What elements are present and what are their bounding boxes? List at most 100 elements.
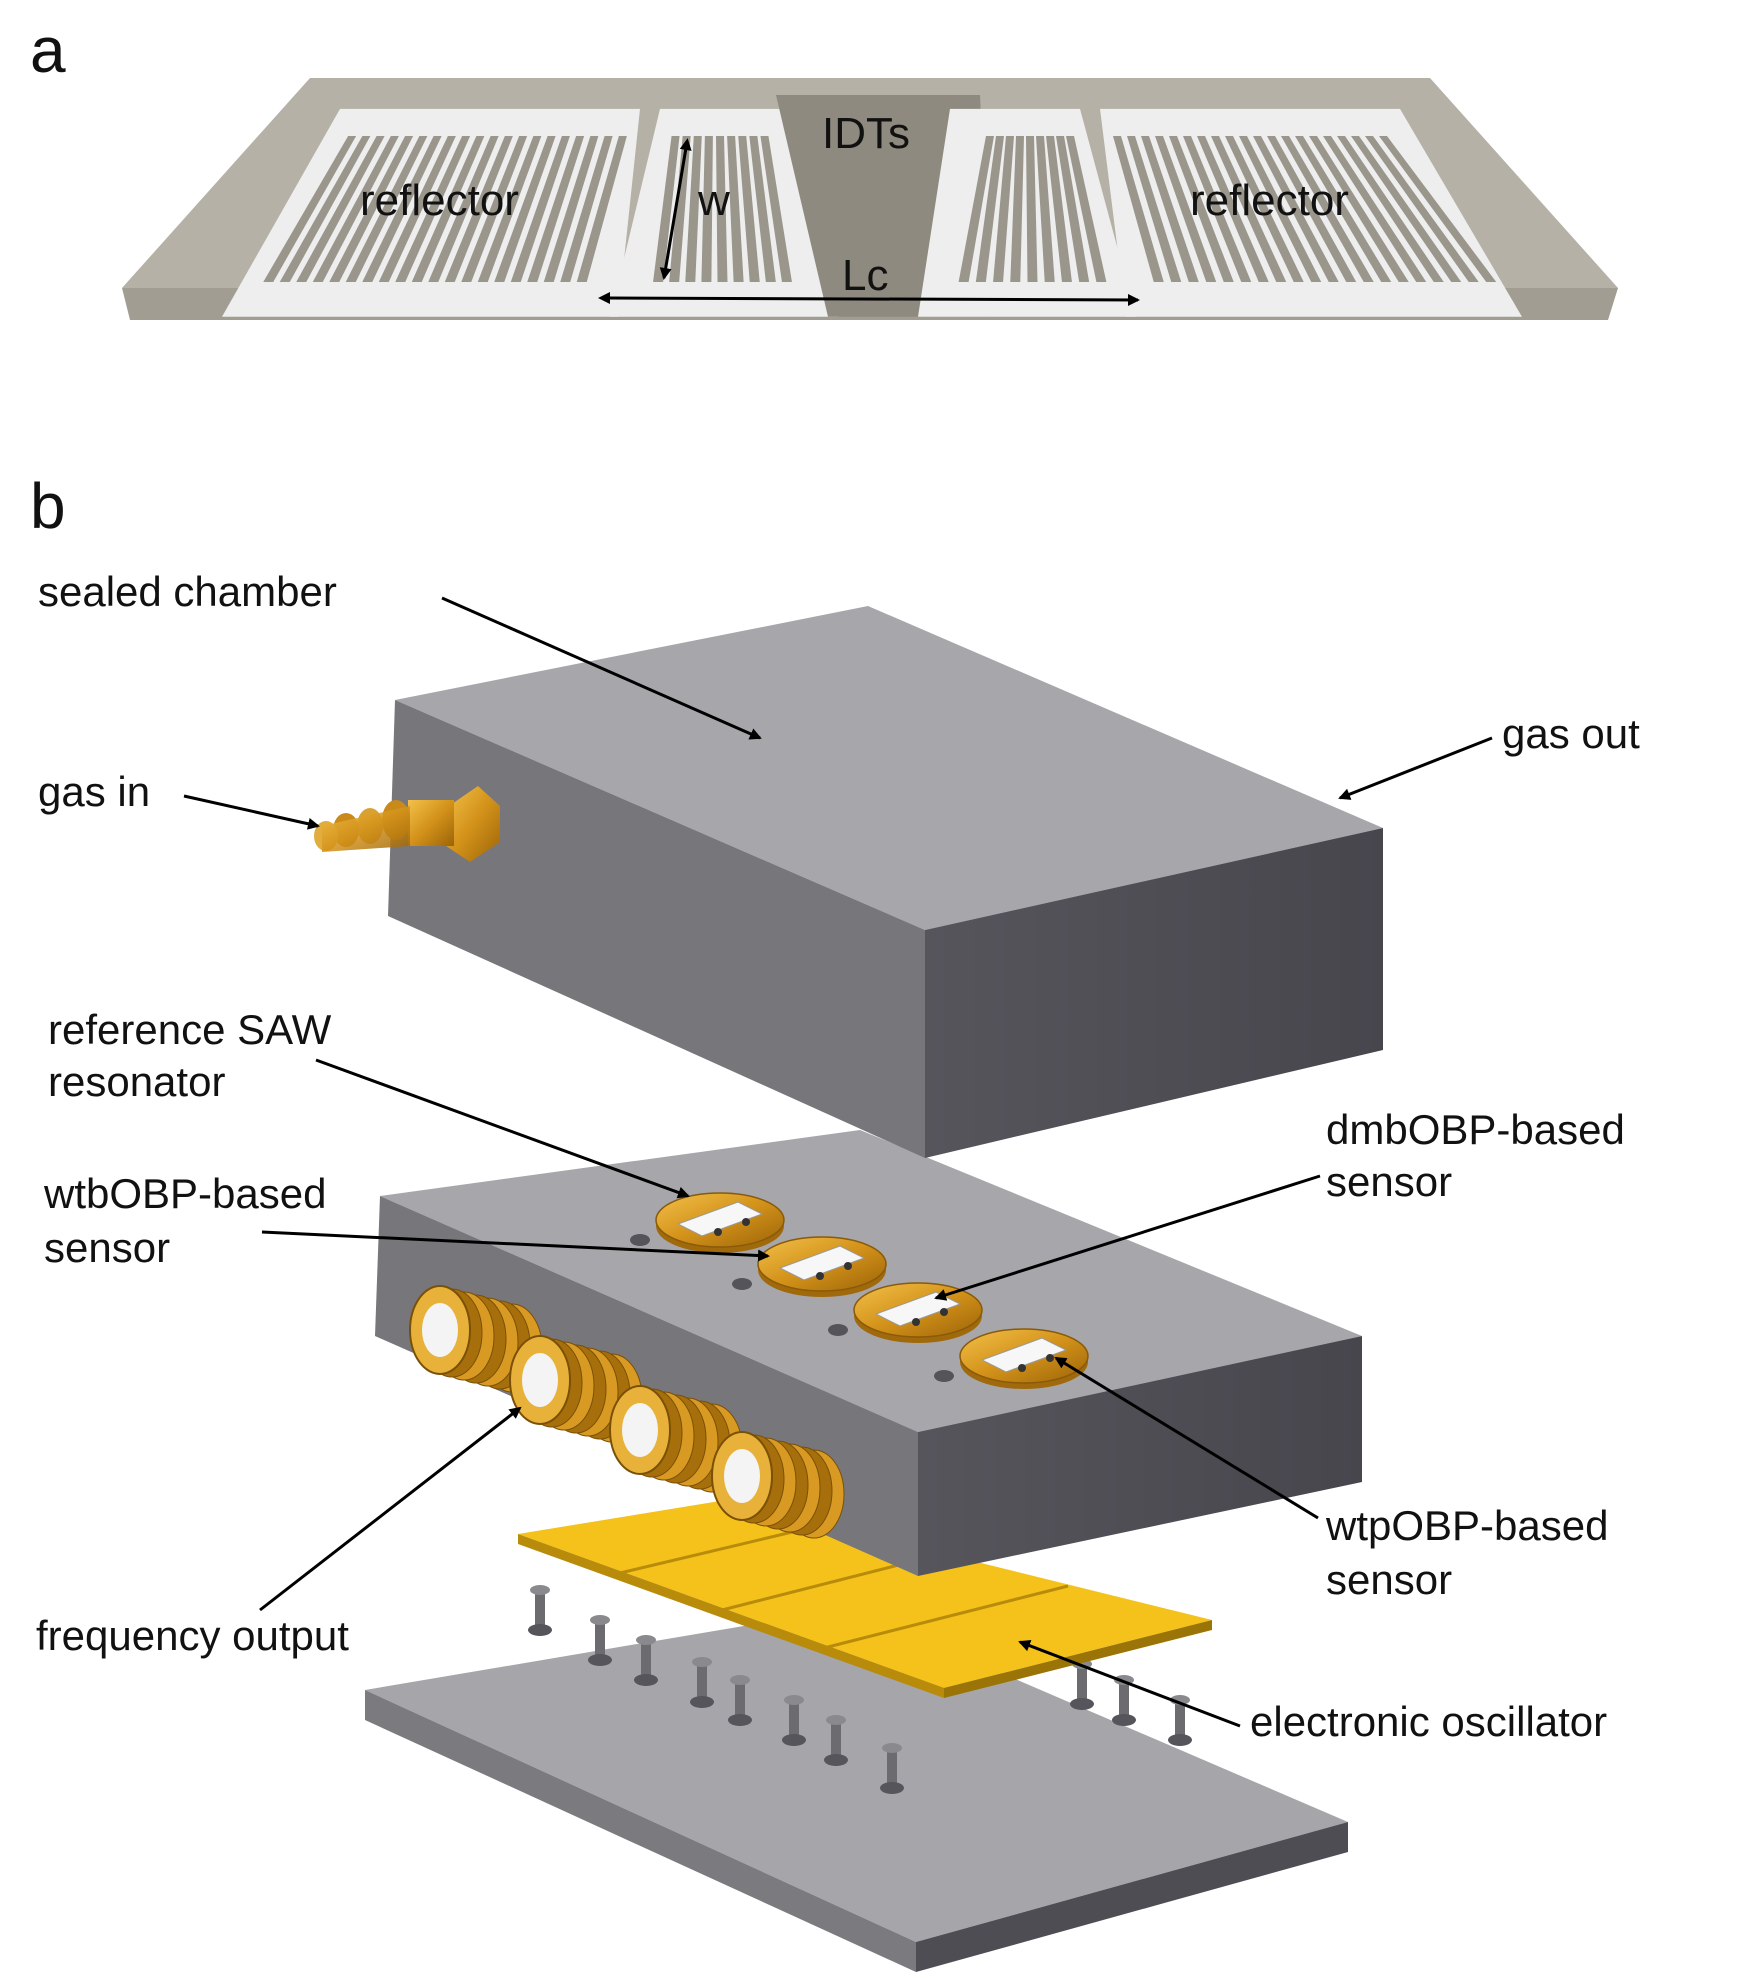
label-idts: IDTs <box>822 109 910 158</box>
panel-a: a <box>30 14 1618 320</box>
panel-b-letter: b <box>30 470 66 542</box>
screw <box>782 1695 806 1746</box>
electrode-finger <box>444 136 513 282</box>
electrode-finger <box>1036 136 1055 282</box>
electrode-finger <box>1309 136 1409 282</box>
electrode-finger <box>510 136 570 282</box>
electrode-finger <box>1169 136 1234 282</box>
arrow-gas-out <box>1338 736 1493 800</box>
electrode-finger <box>1253 136 1339 282</box>
screw <box>690 1657 714 1708</box>
electrode-finger <box>345 136 428 282</box>
lc-dimension-arrow <box>598 292 1140 306</box>
sma-connector <box>609 1385 743 1493</box>
electrode-finger <box>1295 136 1392 282</box>
label-reference-line2: resonator <box>48 1058 225 1105</box>
electrode-finger <box>1197 136 1269 282</box>
panel-a-letter: a <box>30 14 66 86</box>
label-reflector-right: reflector <box>1190 176 1349 225</box>
panel-b: b <box>30 470 1640 1972</box>
electrode-finger <box>727 136 744 282</box>
label-gas-in: gas in <box>38 768 150 815</box>
arrow-wtb <box>261 1230 770 1262</box>
sensor-disc <box>828 1282 983 1343</box>
electrode-finger <box>1225 136 1304 282</box>
electrode-finger <box>701 136 713 282</box>
electrode-finger <box>560 136 613 282</box>
electrode-finger <box>461 136 528 282</box>
electrode-finger <box>576 136 627 282</box>
sealed-chamber-lid <box>388 606 1383 1158</box>
electrode-finger <box>411 136 485 282</box>
electrode-finger <box>1351 136 1462 282</box>
saw-resonator-chip <box>122 78 1618 320</box>
label-dmb-line1: dmbOBP-based <box>1326 1106 1625 1153</box>
electrode-finger <box>1323 136 1427 282</box>
label-reflector-left: reflector <box>360 176 519 225</box>
electrode-finger <box>760 136 792 282</box>
electrode-finger <box>1127 136 1182 282</box>
electrode-finger <box>975 136 1004 282</box>
arrow-gas-in <box>183 794 320 830</box>
sma-connector <box>711 1431 845 1539</box>
electrode-finger <box>428 136 499 282</box>
label-gas-out: gas out <box>1502 710 1640 757</box>
electrode-finger <box>543 136 599 282</box>
base-plate <box>365 1608 1348 1972</box>
label-reference-line1: reference SAW <box>48 1006 332 1053</box>
electrode-finger <box>1056 136 1090 282</box>
electrode-finger <box>1141 136 1199 282</box>
label-w: w <box>697 176 730 225</box>
electrode-finger <box>494 136 556 282</box>
pcb-board <box>518 1500 1212 1698</box>
arrow-dmb <box>934 1174 1321 1301</box>
saw-sensor-discs <box>630 1192 1089 1389</box>
sensor-disc <box>934 1328 1089 1389</box>
arrow-sealed-chamber <box>441 596 762 740</box>
reflector-right <box>1100 108 1522 317</box>
electrode-finger <box>1239 136 1322 282</box>
electrode-finger <box>1379 136 1497 282</box>
electrode-finger <box>716 136 728 282</box>
electrode-finger <box>1155 136 1217 282</box>
sensor-disc <box>732 1236 887 1297</box>
label-electronic-oscillator: electronic oscillator <box>1250 1698 1607 1745</box>
screw <box>728 1675 752 1726</box>
arrow-electronic-oscillator <box>1018 1639 1241 1728</box>
electrode-finger <box>1337 136 1444 282</box>
gas-in-fitting <box>314 786 500 862</box>
arrow-wtp <box>1054 1356 1319 1520</box>
electrode-finger <box>527 136 585 282</box>
screw <box>824 1715 848 1766</box>
electrode-finger <box>738 136 760 282</box>
electrode-finger <box>1281 136 1374 282</box>
screw <box>634 1635 658 1686</box>
screw <box>588 1615 612 1666</box>
electrode-finger <box>749 136 776 282</box>
electrode-finger <box>279 136 371 282</box>
label-dmb-line2: sensor <box>1326 1158 1452 1205</box>
idt-right <box>918 108 1136 317</box>
electrode-finger <box>329 136 414 282</box>
label-wtp-line1: wtpOBP-based <box>1325 1502 1608 1549</box>
electrode-finger <box>1183 136 1252 282</box>
label-frequency-output: frequency output <box>36 1612 349 1659</box>
label-sealed-chamber: sealed chamber <box>38 568 337 615</box>
w-dimension-arrow <box>659 138 692 280</box>
electrode-finger <box>993 136 1014 282</box>
label-wtp-line2: sensor <box>1326 1556 1452 1603</box>
electrode-finger <box>395 136 471 282</box>
electrode-finger <box>296 136 385 282</box>
electrode-finger <box>378 136 456 282</box>
sensor-disc <box>630 1192 785 1253</box>
electrode-finger <box>263 136 357 282</box>
electrode-finger <box>958 136 994 282</box>
sma-connectors <box>409 1285 845 1539</box>
electrode-finger <box>1066 136 1107 282</box>
electrode-finger <box>1046 136 1072 282</box>
label-wtb-line2: sensor <box>44 1224 170 1271</box>
mounting-screws <box>528 1585 1192 1794</box>
screw <box>528 1585 552 1636</box>
arrow-reference <box>315 1058 690 1199</box>
